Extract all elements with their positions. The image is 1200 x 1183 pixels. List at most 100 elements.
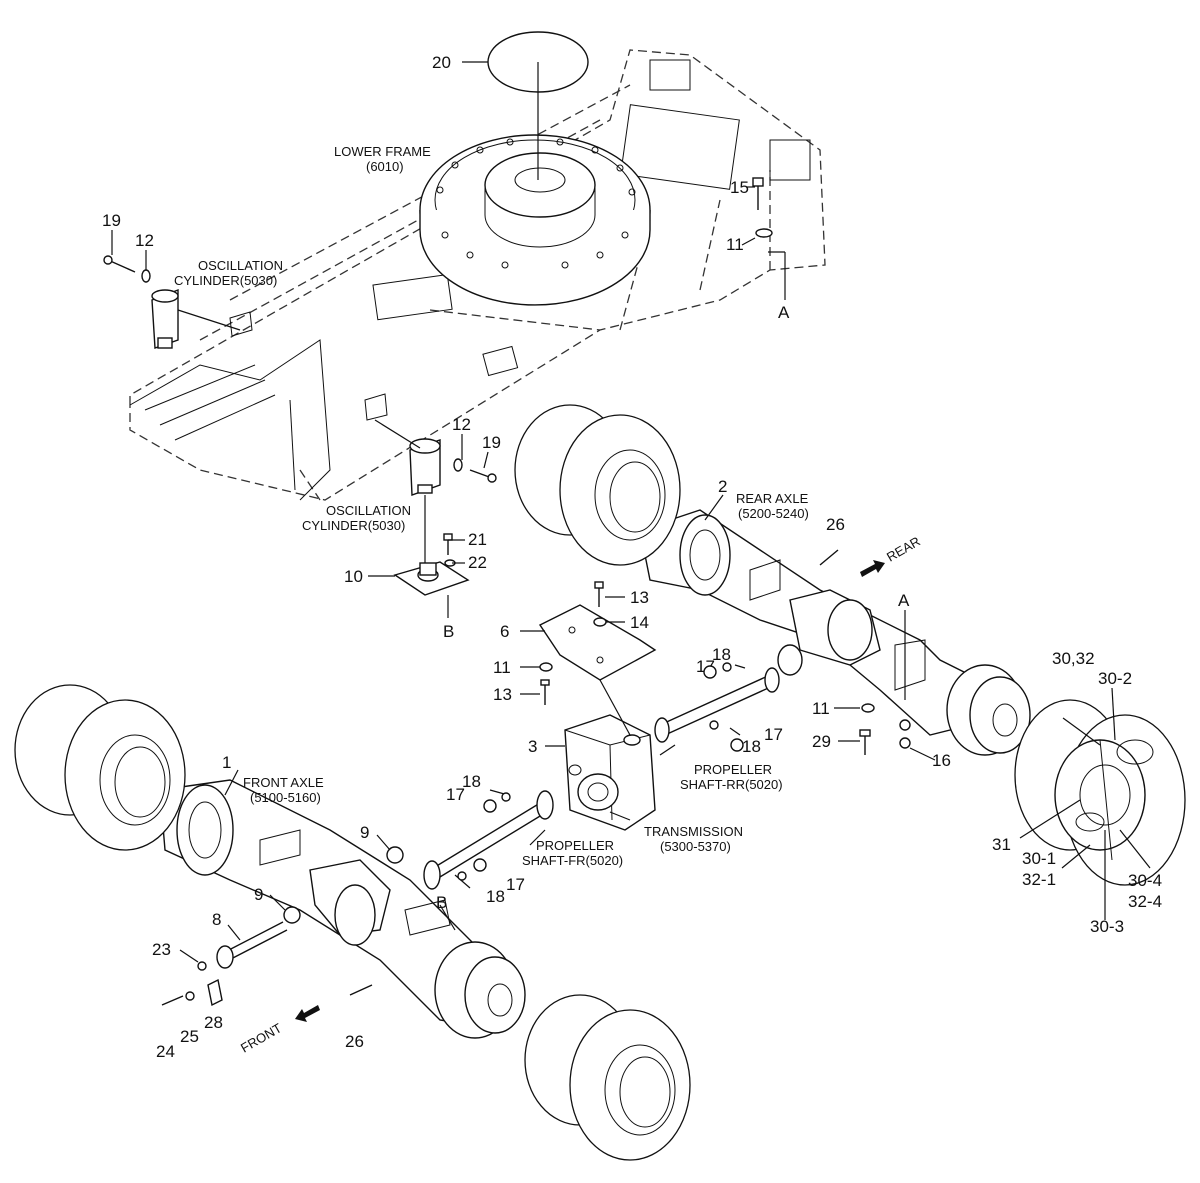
callout-14: 14 bbox=[630, 613, 649, 632]
front-direction-arrow bbox=[295, 1005, 320, 1022]
rear-direction-arrow bbox=[860, 560, 885, 577]
callout-30-2: 30-2 bbox=[1098, 669, 1132, 688]
callout-19-upper: 19 bbox=[102, 211, 121, 230]
lower-frame bbox=[129, 49, 826, 501]
callout-9-b: 9 bbox=[254, 885, 263, 904]
callout-21: 21 bbox=[468, 530, 487, 549]
bolt-29 bbox=[859, 729, 871, 755]
part-28-plate bbox=[207, 978, 223, 1007]
ref-B-mount: B bbox=[443, 622, 454, 641]
label-lower-frame-2: (6010) bbox=[366, 159, 404, 174]
callout-13-top: 13 bbox=[630, 588, 649, 607]
callout-17-fr-b: 17 bbox=[506, 875, 525, 894]
callout-30-4: 30-4 bbox=[1128, 871, 1162, 890]
transmission bbox=[564, 714, 656, 831]
callout-9-a: 9 bbox=[360, 823, 369, 842]
callout-13-bottom: 13 bbox=[493, 685, 512, 704]
ref-A-top: A bbox=[778, 303, 790, 322]
part-8-pin bbox=[216, 921, 288, 969]
callout-31: 31 bbox=[992, 835, 1011, 854]
label-osc-cyl-top-2: CYLINDER(5030) bbox=[174, 273, 277, 288]
bolt-19-upper bbox=[103, 255, 151, 283]
label-front-axle-1: FRONT AXLE bbox=[243, 775, 324, 790]
callout-12-upper: 12 bbox=[135, 231, 154, 250]
swing-ring bbox=[419, 134, 651, 306]
callout-26-front: 26 bbox=[345, 1032, 364, 1051]
callout-32-1: 32-1 bbox=[1022, 870, 1056, 889]
label-transmission-1: TRANSMISSION bbox=[644, 824, 743, 839]
nut-16-b bbox=[899, 737, 911, 749]
oscillation-cylinder-lower bbox=[364, 393, 441, 565]
ref-A-right: A bbox=[898, 591, 910, 610]
callout-2: 2 bbox=[718, 477, 727, 496]
callout-22: 22 bbox=[468, 553, 487, 572]
label-prop-fr-2: SHAFT-FR(5020) bbox=[522, 853, 623, 868]
callout-10: 10 bbox=[344, 567, 363, 586]
ref-B-axle: B bbox=[436, 893, 447, 912]
label-front-axle-2: (5100-5160) bbox=[250, 790, 321, 805]
label-transmission-2: (5300-5370) bbox=[660, 839, 731, 854]
part-6-bracket bbox=[538, 604, 657, 736]
washer-11-right bbox=[861, 703, 875, 713]
bolt-26-front bbox=[349, 984, 373, 996]
front-axle bbox=[159, 779, 526, 1039]
callout-18-fr-a: 18 bbox=[462, 772, 481, 791]
front-axle-tires-left bbox=[14, 684, 186, 851]
rear-axle bbox=[639, 509, 1031, 756]
callout-25: 25 bbox=[180, 1027, 199, 1046]
label-rear-direction: REAR bbox=[884, 534, 923, 565]
callout-23: 23 bbox=[152, 940, 171, 959]
callout-3: 3 bbox=[528, 737, 537, 756]
part-10-mount-plate bbox=[393, 561, 470, 596]
callout-20: 20 bbox=[432, 53, 451, 72]
callout-29: 29 bbox=[812, 732, 831, 751]
front-axle-tires-right bbox=[524, 994, 691, 1161]
component-labels: LOWER FRAME (6010) OSCILLATION CYLINDER(… bbox=[174, 144, 923, 1056]
callout-24: 24 bbox=[156, 1042, 175, 1061]
label-osc-cyl-top-1: OSCILLATION bbox=[198, 258, 283, 273]
part-9-bushing-b bbox=[283, 906, 301, 924]
label-prop-rr-2: SHAFT-RR(5020) bbox=[680, 777, 783, 792]
callout-32-4: 32-4 bbox=[1128, 892, 1162, 911]
small-hardware bbox=[161, 581, 744, 1006]
label-prop-fr-1: PROPELLER bbox=[536, 838, 614, 853]
callout-26-rear: 26 bbox=[826, 515, 845, 534]
callout-6: 6 bbox=[500, 622, 509, 641]
callout-17-fr-a: 17 bbox=[446, 785, 465, 804]
label-prop-rr-1: PROPELLER bbox=[694, 762, 772, 777]
label-lower-frame-1: LOWER FRAME bbox=[334, 144, 431, 159]
bolt-19-lower bbox=[453, 458, 497, 483]
wheel-rim-assembly bbox=[1014, 699, 1186, 886]
callout-18-rr-a: 18 bbox=[712, 645, 731, 664]
rear-axle-tires bbox=[514, 404, 681, 566]
callout-18-rr-b: 18 bbox=[742, 737, 761, 756]
callout-16: 16 bbox=[932, 751, 951, 770]
leader-lines bbox=[111, 186, 1151, 963]
callout-18-fr-b: 18 bbox=[486, 887, 505, 906]
part-9-bushing-a bbox=[386, 846, 404, 864]
label-osc-cyl-mid-1: OSCILLATION bbox=[326, 503, 411, 518]
callout-11-right: 11 bbox=[812, 699, 830, 718]
bolt-15 bbox=[752, 177, 773, 238]
propeller-shaft-front bbox=[423, 790, 554, 890]
oscillation-cylinder-upper bbox=[151, 288, 253, 349]
callout-8: 8 bbox=[212, 910, 221, 929]
callout-17-rr-b: 17 bbox=[764, 725, 783, 744]
callout-30-32: 30,32 bbox=[1052, 649, 1095, 668]
nut-16-a bbox=[899, 719, 911, 731]
bolt-26-rear bbox=[819, 549, 839, 566]
label-osc-cyl-mid-2: CYLINDER(5030) bbox=[302, 518, 405, 533]
callout-12-lower: 12 bbox=[452, 415, 471, 434]
callout-30-3: 30-3 bbox=[1090, 917, 1124, 936]
callout-1: 1 bbox=[222, 753, 231, 772]
callout-numbers: 20 15 11 A 19 12 12 19 21 22 10 B 2 26 1… bbox=[102, 53, 1162, 1061]
label-front-direction: FRONT bbox=[238, 1020, 284, 1055]
label-rear-axle-2: (5200-5240) bbox=[738, 506, 809, 521]
callout-15: 15 bbox=[730, 178, 749, 197]
callout-11-top: 11 bbox=[726, 235, 744, 254]
callout-19-lower: 19 bbox=[482, 433, 501, 452]
label-rear-axle-1: REAR AXLE bbox=[736, 491, 809, 506]
callout-28: 28 bbox=[204, 1013, 223, 1032]
bolt-21 bbox=[443, 533, 456, 567]
